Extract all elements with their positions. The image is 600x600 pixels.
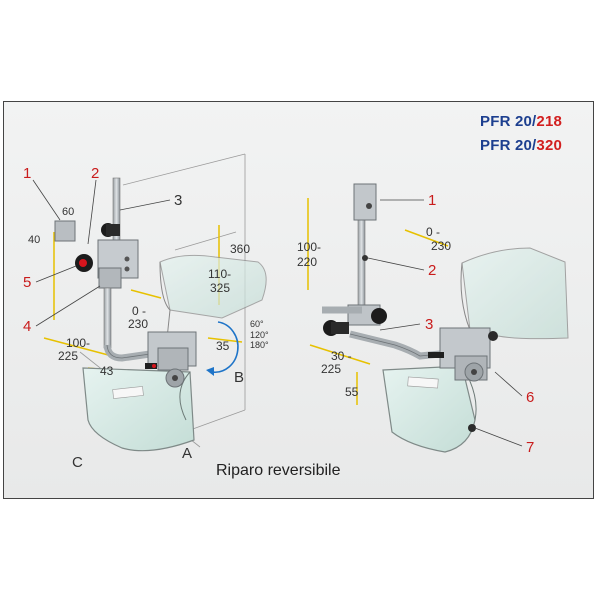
dim-r-230: 230 [431,239,451,253]
model-2-suffix: 320 [536,137,563,154]
model-title-2: PFR 20/320 [480,137,562,154]
diagram-caption: Riparo reversibile [216,462,341,479]
dim-35: 35 [216,339,230,353]
letter-b: B [234,369,244,386]
model-title-1: PFR 20/218 [480,113,562,130]
right-assembly [307,183,569,453]
callout-left-3: 3 [174,192,182,209]
dim-100: 100- [66,336,90,350]
letter-c: C [72,454,83,471]
dim-r-225: 225 [321,362,341,376]
angle-120: 120° [250,330,269,340]
callout-left-4: 4 [23,318,31,335]
dim-r-220: 220 [297,255,317,269]
callout-right-1: 1 [428,192,436,209]
dim-43: 43 [100,364,114,378]
callout-right-3: 3 [425,316,433,333]
dim-325: 325 [210,281,230,295]
left-labels: 1 2 3 4 5 60 40 360 110- 325 0 - 230 35 … [23,165,269,471]
angle-60: 60° [250,319,264,329]
dim-60: 60 [62,206,74,218]
dim-225: 225 [58,349,78,363]
left-assembly [43,153,267,452]
angle-180: 180° [250,340,269,350]
dim-r-100: 100- [297,240,321,254]
callout-right-6: 6 [526,389,534,406]
dim-r-0: 0 - [426,225,440,239]
dim-0: 0 - [132,304,146,318]
callout-left-5: 5 [23,274,31,291]
callout-left-2: 2 [91,165,99,182]
model-1-suffix: 218 [536,113,563,130]
model-2-prefix: PFR 20/ [480,137,537,154]
letter-a: A [182,445,192,462]
dim-110: 110- [208,267,231,281]
dim-230: 230 [128,317,148,331]
dim-360: 360 [230,242,250,256]
dim-r-55: 55 [345,385,359,399]
dim-40: 40 [28,234,40,246]
right-labels: 1 2 3 6 7 100- 220 0 - 230 30 - 225 55 [297,192,534,456]
dim-r-30: 30 - [331,349,352,363]
model-1-prefix: PFR 20/ [480,113,537,130]
callout-right-2: 2 [428,262,436,279]
callout-left-1: 1 [23,165,31,182]
callout-right-7: 7 [526,439,534,456]
